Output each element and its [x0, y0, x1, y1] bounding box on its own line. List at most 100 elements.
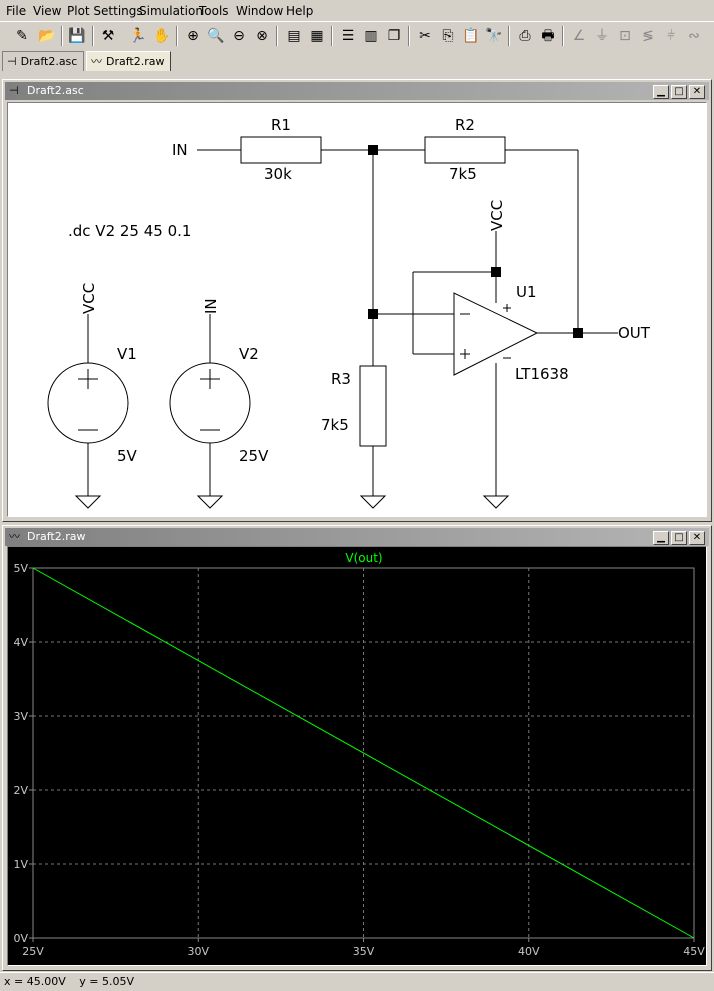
menu-file[interactable]: File — [6, 4, 27, 18]
menu-bar: File View Plot Settings Simulation Tools… — [0, 0, 714, 21]
tile-vertical-icon[interactable]: ▥ — [364, 28, 378, 44]
plot-frame — [32, 567, 695, 939]
u1-name: U1 — [516, 283, 537, 301]
net-label-in-v2[interactable]: IN — [202, 298, 220, 314]
v2-name: V2 — [239, 345, 259, 363]
tab-schematic[interactable]: ⊣ Draft2.asc — [2, 51, 85, 71]
menu-tools[interactable]: Tools — [199, 4, 229, 18]
menu-window[interactable]: Window — [236, 4, 284, 18]
zoom-cancel-icon[interactable]: ⊗ — [256, 28, 268, 44]
ground-symbol — [196, 495, 224, 509]
junction-dot — [368, 309, 378, 319]
label-net-icon[interactable]: ⊡ — [619, 28, 631, 44]
menu-help[interactable]: Help — [286, 4, 314, 18]
trace-vout[interactable] — [32, 567, 695, 939]
zoom-area-icon[interactable]: ⊕ — [187, 28, 199, 44]
save-icon[interactable]: 💾 — [68, 28, 86, 44]
print-preview-icon[interactable]: ⎙ — [519, 28, 531, 44]
control-panel-icon[interactable]: ⚒ — [101, 28, 115, 44]
schematic-canvas[interactable]: IN R1 30k R2 7k5 .dc V2 25 45 0.1 VCC U1… — [7, 102, 707, 517]
r2-name: R2 — [455, 116, 475, 134]
junction-dot — [368, 145, 378, 155]
window-title: Draft2.raw — [27, 530, 86, 543]
run-icon[interactable]: 🏃 — [129, 28, 147, 44]
opamp-u1[interactable] — [453, 292, 539, 376]
waveform-titlebar[interactable]: 〰 Draft2.raw ▁ □ ✕ — [5, 528, 709, 546]
v2-value: 25V — [239, 447, 269, 465]
junction-dot — [491, 267, 501, 277]
window-title: Draft2.asc — [27, 84, 84, 97]
tab-label: Draft2.asc — [20, 54, 78, 68]
net-label-out[interactable]: OUT — [618, 324, 651, 342]
halt-icon[interactable]: ✋ — [153, 28, 171, 44]
window-controls: ▁ □ ✕ — [653, 85, 705, 99]
waveform-icon: 〰 — [9, 530, 20, 543]
menu-view[interactable]: View — [33, 4, 62, 18]
net-label-vcc-v1[interactable]: VCC — [80, 283, 98, 314]
r1-value: 30k — [264, 165, 292, 183]
toolbar-separator — [408, 26, 410, 46]
minimize-icon[interactable]: ▁ — [653, 531, 669, 545]
ground-icon[interactable]: ⏚ — [595, 28, 609, 44]
zoom-in-icon[interactable]: 🔍 — [207, 28, 225, 44]
copy-icon[interactable]: ⎘ — [442, 28, 454, 44]
resistor-r2[interactable] — [424, 136, 506, 164]
zoom-out-icon[interactable]: ⊖ — [233, 28, 245, 44]
find-icon[interactable]: 🔭 — [485, 28, 503, 44]
schematic-drawing: IN R1 30k R2 7k5 .dc V2 25 45 0.1 VCC U1… — [47, 116, 651, 509]
maximize-icon[interactable]: □ — [671, 85, 687, 99]
resistor-icon[interactable]: ≶ — [642, 28, 654, 44]
menu-plot-settings[interactable]: Plot Settings — [67, 4, 143, 18]
r3-value: 7k5 — [321, 416, 349, 434]
trace-label-vout[interactable]: V(out) — [345, 551, 382, 565]
autorange-icon[interactable]: ▤ — [287, 28, 301, 44]
x-tick-label: 25V — [22, 945, 44, 958]
open-folder-icon[interactable]: 📂 — [38, 28, 56, 44]
waveform-window: 〰 Draft2.raw ▁ □ ✕ V(out) 25V 30V 35V 40V 45… — [2, 525, 712, 971]
y-tick-label: 1V — [13, 858, 28, 871]
tab-waveform[interactable]: 〰 Draft2.raw — [86, 51, 172, 71]
net-label-vcc-opamp[interactable]: VCC — [488, 200, 506, 231]
x-tick-label: 45V — [683, 945, 705, 958]
cascade-icon[interactable]: ❐ — [387, 28, 401, 44]
y-tick-label: 2V — [13, 784, 28, 797]
toolbar-separator — [92, 26, 94, 46]
schematic-titlebar[interactable]: ⊣ Draft2.asc ▁ □ ✕ — [5, 82, 709, 100]
y-tick-label: 5V — [13, 562, 28, 575]
toolbar-separator — [61, 26, 63, 46]
new-schematic-icon[interactable]: ✎ — [16, 28, 28, 44]
maximize-icon[interactable]: □ — [671, 531, 687, 545]
schematic-window: ⊣ Draft2.asc ▁ □ ✕ — [2, 79, 712, 522]
cursor-y-readout: y = 5.05V — [79, 975, 134, 988]
spice-directive[interactable]: .dc V2 25 45 0.1 — [68, 222, 191, 240]
x-tick-label: 40V — [518, 945, 540, 958]
grid-icon[interactable]: ▦ — [310, 28, 324, 44]
paste-icon[interactable]: 📋 — [462, 28, 480, 44]
menu-simulation[interactable]: Simulation — [139, 4, 203, 18]
tab-label: Draft2.raw — [106, 54, 165, 68]
capacitor-icon[interactable]: ⫩ — [666, 28, 676, 44]
junction-dot — [573, 328, 583, 338]
y-tick-label: 0V — [13, 932, 28, 945]
net-label-in[interactable]: IN — [172, 141, 188, 159]
inductor-icon[interactable]: ∾ — [688, 28, 700, 44]
r1-name: R1 — [271, 116, 291, 134]
print-icon[interactable]: 🖶 — [541, 28, 555, 44]
wire-icon[interactable]: ∠ — [572, 28, 586, 44]
cut-icon[interactable]: ✂ — [419, 28, 431, 44]
resistor-r3[interactable] — [359, 365, 387, 447]
close-icon[interactable]: ✕ — [689, 531, 705, 545]
cursor-x-readout: x = 45.00V — [4, 975, 66, 988]
toolbar-separator — [562, 26, 564, 46]
ground-symbol — [359, 495, 387, 509]
ground-symbol — [482, 495, 510, 509]
x-tick-label: 35V — [353, 945, 375, 958]
close-icon[interactable]: ✕ — [689, 85, 705, 99]
resistor-r1[interactable] — [240, 136, 322, 164]
minimize-icon[interactable]: ▁ — [653, 85, 669, 99]
r2-value: 7k5 — [449, 165, 477, 183]
y-tick-label: 3V — [13, 710, 28, 723]
tile-horizontal-icon[interactable]: ☰ — [341, 28, 355, 44]
x-tick-label: 30V — [187, 945, 209, 958]
